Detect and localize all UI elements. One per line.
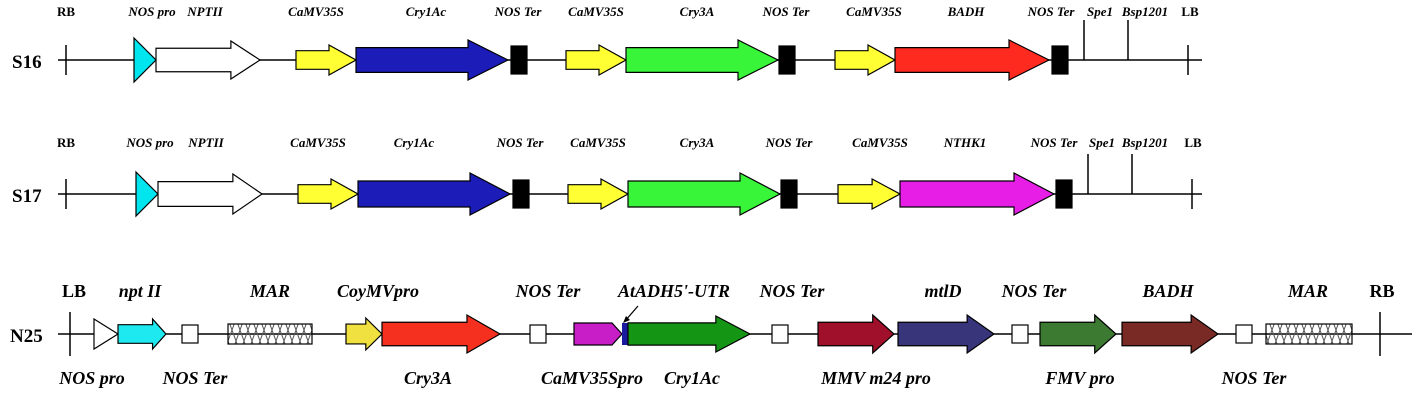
promoter-camv35s-arrow	[837, 177, 902, 211]
construct-name: S16	[12, 52, 42, 73]
label-nos-ter: NOS Ter	[1027, 4, 1076, 19]
gene-cry1ac-arrow	[627, 315, 752, 353]
terminator-nos-ter-box	[1051, 45, 1069, 75]
utr-pointer-head	[623, 316, 630, 323]
label-spe1: Spe1	[1087, 4, 1113, 19]
gene-npt-ii-arrow	[117, 317, 167, 351]
terminator-nos-ter-box	[778, 45, 796, 75]
label-nos-pro: NOS pro	[58, 368, 125, 388]
promoter-nos-pro-arrow	[93, 317, 120, 351]
label-camv35s: CaMV35S	[288, 4, 344, 19]
label-nos-ter: NOS Ter	[515, 281, 582, 301]
gene-cry1ac-arrow	[357, 172, 512, 216]
construct-n25: N25 LB NOS pro npt II NOS Ter MAR CoyMVproCry3…	[10, 281, 1412, 388]
label-camv35s: CaMV35S	[568, 4, 624, 19]
label-mmv-m24-pro: MMV m24 pro	[820, 368, 931, 388]
label-nos-ter: NOS Ter	[1030, 135, 1079, 150]
label-atadh5-utr: AtADH5'-UTR	[617, 281, 730, 301]
label-rb: RB	[57, 135, 75, 150]
mar-hatched-box	[1265, 323, 1353, 345]
label-camv35s: CaMV35S	[290, 135, 346, 150]
label-nos-ter: NOS Ter	[162, 368, 229, 388]
terminator-nos-ter-box	[771, 324, 789, 344]
promoter-camv35s-arrow	[565, 43, 628, 77]
label-mar: MAR	[249, 281, 290, 301]
label-lb: LB	[62, 281, 86, 301]
label-bsp1201: Bsp1201	[1121, 4, 1168, 19]
gene-mmv-m24-pro-arrow	[817, 313, 895, 355]
gene-nthk1-arrow	[899, 172, 1056, 216]
label-spe1: Spe1	[1089, 135, 1115, 150]
gene-fmv-pro-arrow	[1039, 313, 1117, 355]
label-nos-ter: NOS Ter	[496, 135, 545, 150]
label-nos-ter: NOS Ter	[765, 135, 814, 150]
gene-cry3a-arrow	[625, 39, 780, 81]
construct-s17: S17 RB NOS pro NPTII CaMV35S Cry1Ac NOS Ter CaM…	[12, 135, 1202, 218]
label-npt-ii: npt II	[119, 281, 163, 301]
gene-badh-arrow	[894, 39, 1051, 81]
label-camv35s: CaMV35S	[570, 135, 626, 150]
gene-cry3a-arrow	[627, 172, 782, 216]
label-rb: RB	[1369, 281, 1394, 301]
construct-s16: S16 RB NOS pro NPTII CaMV35S Cry1Ac NOS Ter CaM…	[12, 4, 1202, 84]
utr-block	[622, 323, 628, 345]
gene-badh-arrow	[1121, 313, 1220, 355]
terminator-nos-ter-box	[780, 179, 798, 209]
terminator-nos-ter-box	[529, 324, 547, 344]
promoter-camv35s-arrow	[567, 177, 630, 211]
promoter-camv35s-arrow	[297, 177, 360, 211]
label-nptii: NPTII	[187, 135, 224, 150]
label-camv35s: CaMV35S	[846, 4, 902, 19]
label-nos-ter: NOS Ter	[494, 4, 543, 19]
label-bsp1201: Bsp1201	[1121, 135, 1168, 150]
label-nos-pro: NOS pro	[125, 135, 174, 150]
terminator-nos-ter-box	[181, 324, 199, 344]
label-nptii: NPTII	[186, 4, 223, 19]
promoter-camv35s-arrow	[834, 43, 897, 77]
gene-nptii-arrow	[155, 39, 262, 81]
mar-hatched-box	[227, 323, 313, 345]
label-mar: MAR	[1287, 281, 1328, 301]
gene-mtld-arrow	[897, 313, 996, 355]
gene-cry1ac-arrow	[355, 39, 510, 81]
construct-name: N25	[10, 326, 43, 347]
promoter-nos-pro-arrow	[135, 170, 159, 218]
gene-cry3a-arrow	[381, 313, 502, 355]
terminator-nos-ter-box	[1011, 324, 1029, 344]
label-lb: LB	[1184, 135, 1202, 150]
label-camv35spro: CaMV35Spro	[541, 368, 643, 388]
construct-name: S17	[12, 186, 42, 207]
label-coymvpro: CoyMVpro	[337, 281, 419, 301]
label-cry3a: Cry3A	[680, 4, 715, 19]
promoter-nos-pro-arrow	[133, 36, 157, 84]
terminator-nos-ter-box	[1055, 179, 1073, 209]
gene-nptii-arrow	[157, 172, 264, 216]
terminator-nos-ter-box	[510, 45, 528, 75]
label-nos-ter: NOS Ter	[1001, 281, 1068, 301]
label-nthk1: NTHK1	[943, 135, 987, 150]
label-nos-pro: NOS pro	[127, 4, 176, 19]
label-badh: BADH	[1141, 281, 1194, 301]
promoter-camv35spro-arrow	[573, 322, 623, 346]
promoter-camv35s-arrow	[295, 43, 358, 77]
label-lb: LB	[1181, 4, 1199, 19]
label-cry1ac: Cry1Ac	[394, 135, 435, 150]
label-badh: BADH	[947, 4, 986, 19]
label-cry1ac: Cry1Ac	[664, 368, 720, 388]
label-mtld: mtlD	[924, 281, 961, 301]
label-rb: RB	[57, 4, 75, 19]
terminator-nos-ter-box	[1235, 324, 1253, 344]
promoter-coymvpro-arrow	[345, 316, 383, 352]
terminator-nos-ter-box	[512, 179, 530, 209]
label-nos-ter: NOS Ter	[1221, 368, 1288, 388]
label-cry3a: Cry3A	[404, 368, 452, 388]
label-fmv-pro: FMV pro	[1044, 368, 1114, 388]
label-camv35s: CaMV35S	[852, 135, 908, 150]
label-cry1ac: Cry1Ac	[406, 4, 447, 19]
label-cry3a: Cry3A	[680, 135, 715, 150]
label-nos-ter: NOS Ter	[759, 281, 826, 301]
label-nos-ter: NOS Ter	[762, 4, 811, 19]
